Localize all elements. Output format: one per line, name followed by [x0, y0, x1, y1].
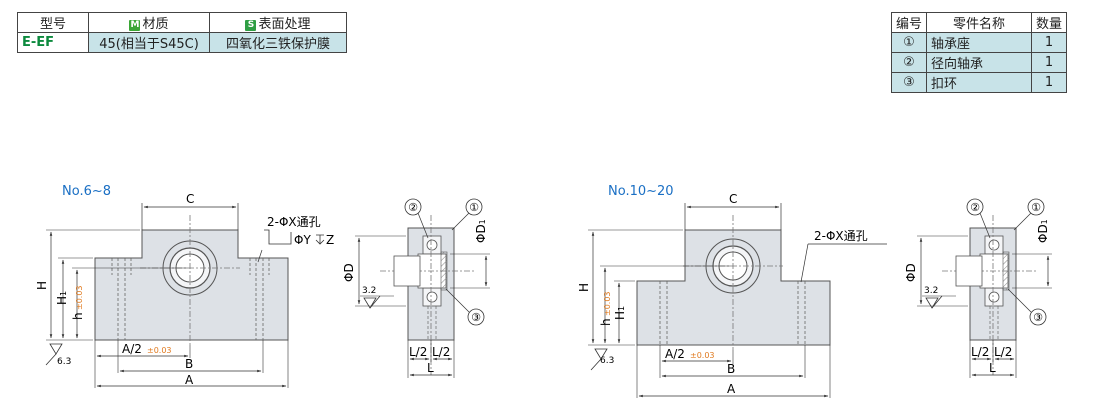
header-model: 型号: [17, 12, 89, 33]
front-view-right: No.10~20 C 2-ΦX通孔 H h ±0.03 H1: [577, 184, 887, 398]
title-left: No.6~8: [62, 184, 111, 199]
side-view-right: ΦD ΦD1 ② ① ③ 3.2 L/2 L/2 L: [904, 198, 1052, 378]
label-l2b-right: L/2: [994, 345, 1012, 359]
label-c-left: C: [186, 192, 194, 206]
part-num: ①: [890, 32, 928, 53]
header-material-label: 材质: [142, 17, 169, 32]
material-badge-icon: M: [129, 20, 141, 31]
cell-model: E-EF: [17, 32, 89, 53]
hole-note-right: 2-ΦX通孔: [814, 229, 868, 243]
tol-a2-left: ±0.03: [147, 346, 172, 355]
label-d1-left: ΦD1: [474, 219, 488, 243]
callout-3-left: ③: [471, 311, 481, 324]
parts-row: ② 径向轴承 1: [890, 52, 1068, 73]
label-h-right: H: [577, 283, 591, 292]
parts-header-row: 编号 零件名称 数量: [890, 12, 1068, 33]
label-h-small-right: h: [599, 318, 613, 326]
surface-badge-icon: S: [245, 20, 257, 31]
spec-data-row: E-EF 45(相当于S45C) 四氧化三铁保护膜: [17, 32, 347, 53]
header-qty: 数量: [1031, 12, 1068, 33]
label-h-small-left: h: [71, 312, 85, 320]
part-num: ③: [890, 72, 928, 93]
callout-2-left: ②: [408, 201, 418, 214]
header-name: 零件名称: [926, 12, 1033, 33]
part-name: 轴承座: [926, 32, 1033, 53]
label-a2-left: A/2: [122, 342, 142, 356]
callout-2-right: ②: [970, 201, 980, 214]
label-l2b-left: L/2: [432, 345, 450, 359]
callout-1-left: ①: [469, 201, 479, 214]
callout-1-right: ①: [1031, 201, 1041, 214]
label-d-right: ΦD: [904, 263, 918, 282]
label-b-left: B: [185, 357, 193, 371]
header-num: 编号: [890, 12, 928, 33]
label-d-left: ΦD: [342, 263, 356, 282]
label-d1-right: ΦD1: [1036, 219, 1050, 243]
roughness-side-icon: [363, 297, 377, 309]
label-a-right: A: [727, 382, 736, 396]
part-qty: 1: [1031, 52, 1068, 73]
roughness-right: 6.3: [600, 356, 614, 366]
header-surface-label: 表面处理: [258, 17, 311, 32]
counterbore-depth: Z: [326, 233, 334, 247]
hidden-holes-left: [111, 258, 270, 340]
roughness-side-right: 3.2: [924, 286, 938, 296]
parts-row: ③ 扣环 1: [890, 72, 1068, 93]
label-h1-right: H1: [613, 306, 627, 320]
counterbore-icon: [264, 229, 292, 245]
label-a2-right: A/2: [665, 347, 685, 361]
callout-1-circle-right-icon: [1027, 198, 1045, 216]
hole-note-left: 2-ΦX通孔: [267, 215, 321, 229]
depth-icon: [315, 234, 325, 245]
roughness-triangle-right-icon: [594, 348, 608, 360]
part-qty: 1: [1031, 72, 1068, 93]
label-c-right: C: [729, 192, 737, 206]
label-h-left: H: [35, 281, 49, 290]
title-right: No.10~20: [608, 184, 674, 199]
cell-surface: 四氧化三铁保护膜: [209, 32, 347, 53]
callout-2-circle-right-icon: [966, 198, 984, 216]
part-name: 径向轴承: [926, 52, 1033, 73]
side-view-left: ΦD ΦD1 ② ① ③ 3.2 L/2 L/2 L: [342, 198, 490, 378]
tol-h-left: ±0.03: [75, 285, 84, 310]
label-l2a-right: L/2: [971, 345, 989, 359]
tol-a2-right: ±0.03: [690, 351, 715, 360]
roughness-triangle-icon: [49, 343, 63, 355]
part-name: 扣环: [926, 72, 1033, 93]
roughness-left: 6.3: [57, 357, 71, 367]
callout-3-circle-right-icon: [1029, 308, 1047, 326]
cell-material: 45(相当于S45C): [88, 32, 210, 53]
tol-h-right: ±0.03: [603, 291, 612, 316]
callout-3-circle-icon: [467, 308, 485, 326]
label-l-right: L: [989, 361, 996, 375]
callout-1-circle-icon: [465, 198, 483, 216]
roughness-side-left: 3.2: [362, 286, 376, 296]
front-view-left: No.6~8 C 2-ΦX通孔 ΦY Z H: [35, 184, 334, 388]
label-l-left: L: [427, 361, 434, 375]
counterbore-note: ΦY: [294, 233, 311, 247]
label-l2a-left: L/2: [409, 345, 427, 359]
label-h1-left: H1: [55, 291, 69, 305]
roughness-side-right-icon: [925, 297, 939, 309]
label-b-right: B: [727, 362, 735, 376]
parts-row: ① 轴承座 1: [890, 32, 1068, 53]
shaft-stub: [393, 255, 421, 287]
parts-table: 编号 零件名称 数量 ① 轴承座 1 ② 径向轴承 1 ③ 扣环 1: [890, 12, 1068, 93]
callout-3-right: ③: [1033, 311, 1043, 324]
callout-2-circle-icon: [404, 198, 422, 216]
label-a-left: A: [185, 373, 194, 387]
